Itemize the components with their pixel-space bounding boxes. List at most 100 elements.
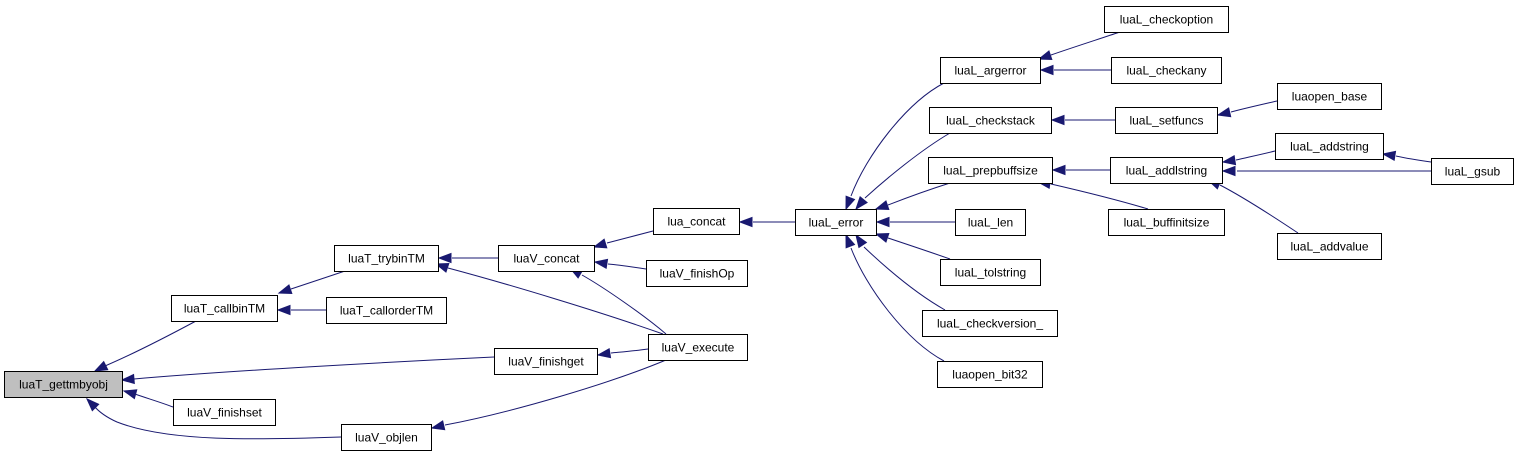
node-luaV_execute[interactable]: luaV_execute (648, 334, 748, 361)
arrowhead (85, 397, 100, 412)
node-label: luaL_checkoption (1120, 13, 1213, 27)
edge-luaL_argerror-to-luaL_error (845, 82, 945, 211)
node-luaV_objlen[interactable]: luaV_objlen (341, 424, 432, 451)
edge-line (1230, 100, 1278, 113)
edge-line (447, 267, 664, 335)
node-box (326, 297, 447, 324)
node-box (1115, 107, 1218, 134)
node-luaV_finishOp[interactable]: luaV_finishOp (646, 260, 748, 287)
node-luaL_checkstack[interactable]: luaL_checkstack (929, 107, 1052, 134)
node-box (1277, 233, 1382, 260)
node-luaV_finishget[interactable]: luaV_finishget (494, 348, 598, 375)
node-luaL_checkany[interactable]: luaL_checkany (1111, 57, 1222, 84)
arrowhead (875, 216, 890, 228)
node-luaopen_base[interactable]: luaopen_base (1277, 83, 1382, 110)
edge-luaL_addlstring-to-luaL_prepbuffsize (1051, 164, 1110, 176)
edge-luaL_error-to-lua_concat (738, 216, 795, 228)
node-luaT_gettmbyobj[interactable]: luaT_gettmbyobj (4, 371, 123, 398)
edge-luaL_len-to-luaL_error (875, 216, 955, 228)
arrowhead (1039, 64, 1054, 76)
node-box (334, 245, 439, 272)
arrowhead (434, 262, 450, 273)
node-box (173, 399, 276, 426)
arrowhead (1037, 50, 1053, 61)
edge-line (887, 237, 951, 260)
node-label: luaV_finishget (508, 355, 584, 369)
node-luaL_addstring[interactable]: luaL_addstring (1275, 133, 1384, 160)
node-box (1108, 209, 1225, 236)
node-luaL_prepbuffsize[interactable]: luaL_prepbuffsize (928, 157, 1053, 184)
arrowhead (120, 373, 135, 385)
node-box (1104, 6, 1229, 33)
node-luaT_callbinTM[interactable]: luaT_callbinTM (171, 295, 278, 322)
node-label: luaL_error (809, 216, 864, 230)
edge-luaT_callorderTM-to-luaT_callbinTM (276, 304, 326, 316)
arrowhead (430, 420, 446, 431)
node-luaT_trybinTM[interactable]: luaT_trybinTM (334, 245, 439, 272)
node-label: luaV_finishset (187, 406, 262, 420)
node-luaT_callorderTM[interactable]: luaT_callorderTM (326, 297, 447, 324)
edge-line (1235, 150, 1276, 161)
node-luaL_addlstring[interactable]: luaL_addlstring (1110, 157, 1223, 184)
node-luaL_checkoption[interactable]: luaL_checkoption (1104, 6, 1229, 33)
arrowhead (845, 233, 856, 249)
edges-layer (85, 31, 1432, 440)
arrowhead (93, 360, 109, 372)
node-label: luaL_addvalue (1290, 240, 1368, 254)
node-label: luaL_setfuncs (1129, 114, 1203, 128)
edge-line (850, 82, 945, 197)
node-box (1277, 83, 1382, 110)
nodes-layer: luaT_gettmbyobj luaT_callbinTM luaV_finish… (4, 6, 1514, 451)
node-luaL_error[interactable]: luaL_error (795, 209, 877, 236)
node-box (648, 334, 748, 361)
edge-luaL_prepbuffsize-to-luaL_error (874, 182, 951, 211)
node-lua_concat[interactable]: lua_concat (653, 208, 740, 235)
edge-luaL_addstring-to-luaL_addlstring (1221, 150, 1276, 166)
node-luaL_len[interactable]: luaL_len (955, 209, 1026, 236)
edge-line (581, 274, 667, 335)
node-label: luaL_gsub (1445, 165, 1501, 179)
node-box (4, 371, 123, 398)
arrowhead (1221, 154, 1237, 166)
edge-luaL_checkoption-to-luaL_argerror (1037, 31, 1121, 61)
edge-line (134, 393, 174, 408)
node-box (928, 157, 1053, 184)
arrowhead (1221, 165, 1236, 177)
node-luaL_setfuncs[interactable]: luaL_setfuncs (1115, 107, 1218, 134)
node-luaL_gsub[interactable]: luaL_gsub (1431, 158, 1514, 185)
node-luaV_concat[interactable]: luaV_concat (498, 245, 595, 272)
edge-line (444, 359, 667, 426)
node-label: luaT_trybinTM (348, 252, 425, 266)
edge-luaT_trybinTM-to-luaT_callbinTM (277, 270, 346, 295)
node-luaV_finishset[interactable]: luaV_finishset (173, 399, 276, 426)
node-label: luaT_callbinTM (184, 302, 265, 316)
edge-luaV_finishset-to-luaT_gettmbyobj (122, 389, 174, 408)
node-luaL_argerror[interactable]: luaL_argerror (940, 57, 1041, 84)
node-box (929, 107, 1052, 134)
node-box (940, 259, 1041, 286)
edge-line (290, 270, 346, 290)
edge-luaT_callbinTM-to-luaT_gettmbyobj (93, 320, 197, 372)
edge-luaV_execute-to-luaV_objlen (430, 359, 667, 431)
node-box (494, 348, 598, 375)
arrowhead (596, 347, 612, 359)
arrowhead (277, 284, 293, 295)
node-label: luaL_addlstring (1126, 164, 1207, 178)
arrowhead (1216, 107, 1232, 118)
node-label: luaL_len (968, 216, 1013, 230)
node-box (171, 295, 278, 322)
arrowhead (276, 304, 291, 316)
node-luaopen_bit32[interactable]: luaopen_bit32 (937, 361, 1043, 388)
node-luaL_checkversion_[interactable]: luaL_checkversion_ (922, 310, 1058, 337)
node-box (653, 208, 740, 235)
node-label: luaV_finishOp (660, 267, 735, 281)
node-label: luaL_argerror (954, 64, 1026, 78)
node-luaL_tolstring[interactable]: luaL_tolstring (940, 259, 1041, 286)
edge-line (104, 320, 197, 367)
edge-line (1050, 31, 1121, 56)
node-box (498, 245, 595, 272)
node-luaL_buffinitsize[interactable]: luaL_buffinitsize (1108, 209, 1225, 236)
node-luaL_addvalue[interactable]: luaL_addvalue (1277, 233, 1382, 260)
arrowhead (1050, 114, 1065, 126)
edge-luaL_gsub-to-luaL_addstring (1381, 150, 1432, 163)
